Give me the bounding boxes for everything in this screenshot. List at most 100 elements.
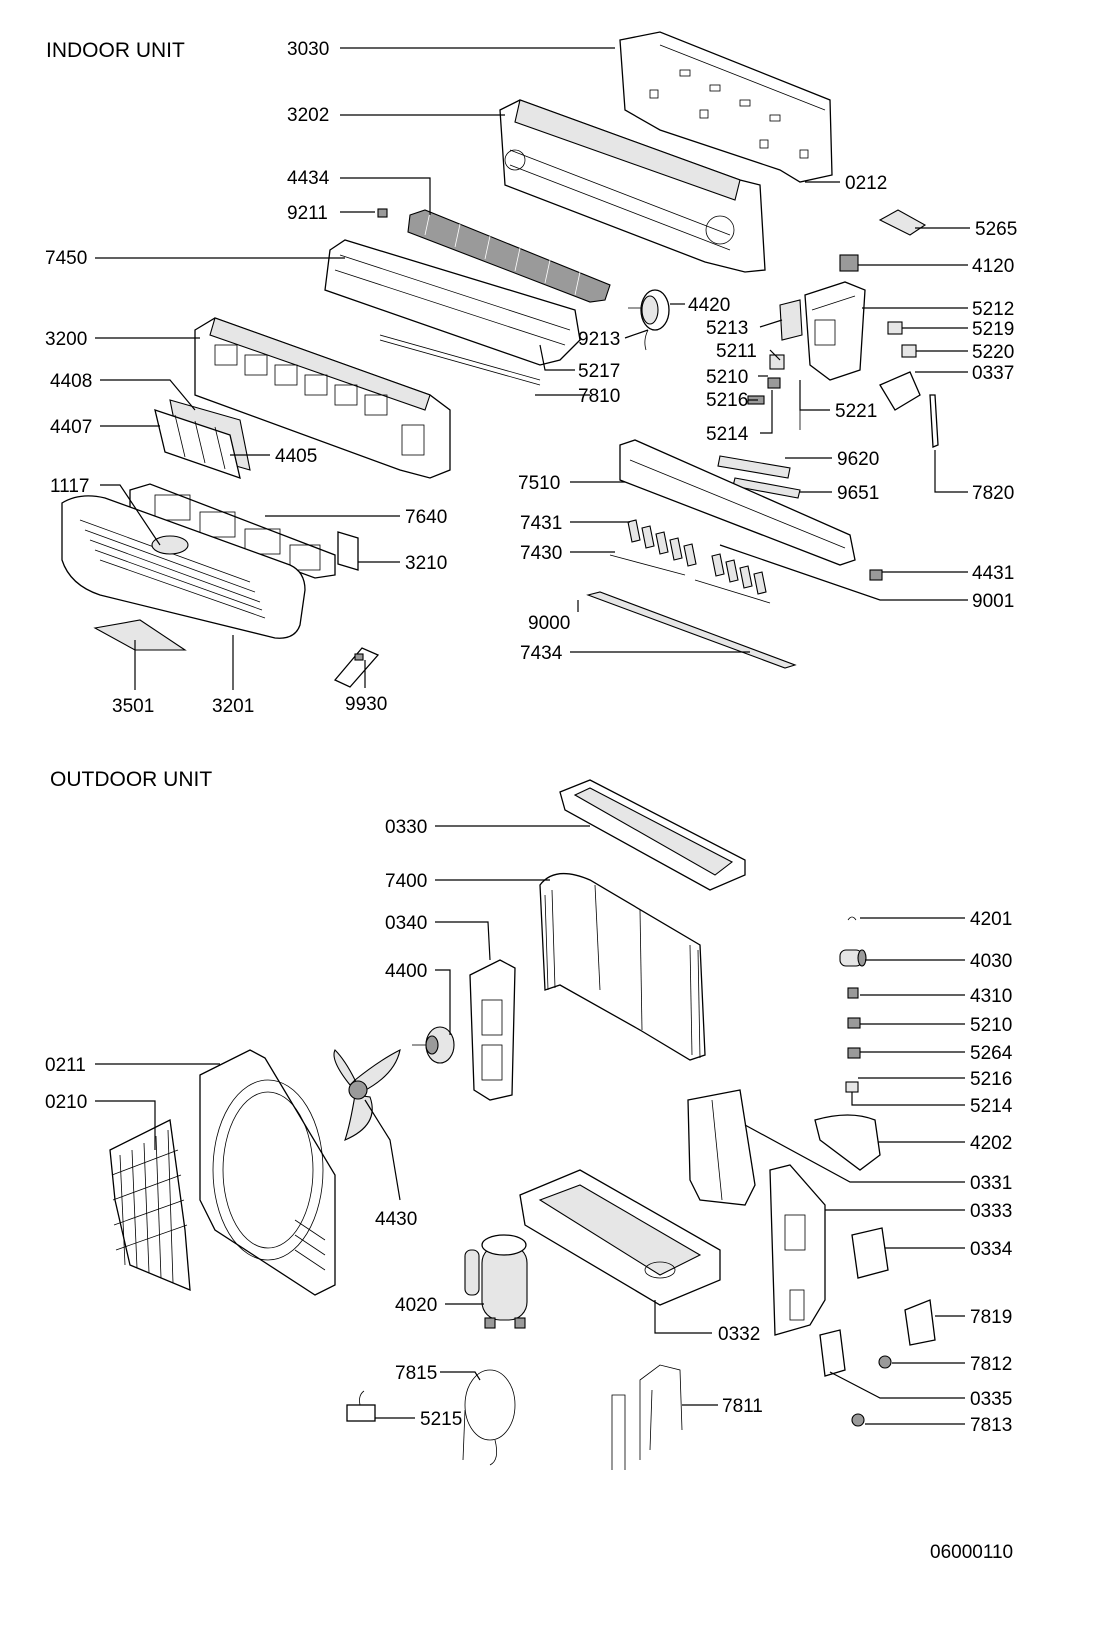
part-label-0331: 0331 [970,1173,1012,1194]
part-label-4408: 4408 [50,371,92,392]
part-label-9651: 9651 [837,483,879,504]
part-label-5212: 5212 [972,299,1014,320]
part-label-0335: 0335 [970,1389,1012,1410]
horizontal-louver-icon [586,591,797,669]
condenser-coil-icon [539,873,706,1061]
stepper-motor-icon [869,569,883,581]
part-label-7510: 7510 [518,473,560,494]
pipe-icon [929,394,939,448]
outdoor-parts-illustration [109,779,936,1470]
propeller-fan-icon [333,1049,401,1141]
outdoor-fan-motor-icon [412,1026,455,1064]
louver-frame-icon [619,439,856,566]
part-label-9930: 9930 [345,694,387,715]
part-label-1117: 1117 [50,476,89,497]
capacitor-icon [839,949,867,967]
indoor-chassis-icon [499,99,766,273]
part-label-7450: 7450 [45,248,87,269]
part-label-3202: 3202 [287,105,329,126]
fan-grille-icon [109,1119,191,1292]
terminal-block-icon [847,987,859,999]
part-label-4405: 4405 [275,446,317,467]
front-frame-icon [194,317,451,479]
part-label-7812: 7812 [970,1354,1012,1375]
valve-cover-icon [904,1299,936,1346]
part-label-4430: 4430 [375,1209,417,1230]
refrigerant-piping-icon [611,1364,683,1470]
front-panel-icon [61,495,306,639]
part-label-4420: 4420 [688,295,730,316]
part-label-5214: 5214 [706,424,749,445]
part-label-5217: 5217 [578,361,620,382]
part-label-0210: 0210 [45,1092,87,1113]
part-label-4407: 4407 [50,417,92,438]
evaporator-icon [324,239,581,366]
part-label-5215: 5215 [420,1409,462,1430]
top-cover-icon [559,779,746,891]
part-label-4400: 4400 [385,961,427,982]
side-cover-icon [337,531,359,571]
vertical-louvers-icon [609,519,771,604]
capillary-tube-icon [462,1369,516,1466]
part-label-0340: 0340 [385,913,427,934]
electric-box-cover-icon [814,1114,881,1171]
remote-control-icon [333,647,380,688]
pcb-icon [779,299,803,341]
fan-motor-icon [628,289,670,351]
part-label-0337: 0337 [972,363,1014,384]
part-label-0330: 0330 [385,817,427,838]
part-label-9001: 9001 [972,591,1014,612]
document-code: 06000110 [930,1542,1013,1563]
small-clip-icon [377,208,388,218]
display-board-icon [717,455,791,479]
part-label-3501: 3501 [112,696,154,717]
part-label-7820: 7820 [972,483,1014,504]
handle-plate-icon [851,1227,889,1279]
part-label-0334: 0334 [970,1239,1013,1260]
part-label-3200: 3200 [45,329,87,350]
part-label-9000: 9000 [528,613,570,634]
part-label-7810: 7810 [578,386,620,407]
valve-bracket-icon [819,1329,846,1377]
part-label-9211: 9211 [287,203,328,224]
part-label-4020: 4020 [395,1295,437,1316]
part-label-5213: 5213 [706,318,748,339]
air-filter-icon [154,399,251,479]
part-label-0211: 0211 [45,1055,86,1076]
outdoor-part-labels: 0330 7400 0340 4201 4400 4030 4310 5210 … [45,817,1013,1436]
part-label-4030: 4030 [970,951,1012,972]
part-label-5216: 5216 [706,390,748,411]
crossflow-fan-icon [407,209,611,303]
part-label-4201: 4201 [970,909,1012,930]
part-label-5210: 5210 [706,367,748,388]
part-label-4202: 4202 [970,1133,1012,1154]
leader-lines [95,47,970,1425]
part-label-5211: 5211 [716,341,757,362]
transformer-icon [839,254,859,272]
part-label-7400: 7400 [385,871,427,892]
indoor-parts-illustration [61,31,939,688]
part-label-7430: 7430 [520,543,562,564]
part-label-4434: 4434 [287,168,330,189]
part-label-9620: 9620 [837,449,879,470]
part-label-7819: 7819 [970,1307,1012,1328]
part-label-0333: 0333 [970,1201,1012,1222]
part-label-7431: 7431 [520,513,562,534]
heater-box-icon [346,1404,376,1422]
connector-icon [887,321,903,335]
wire-cover-icon [879,371,921,411]
part-label-5220: 5220 [972,342,1014,363]
drain-rod-icon [379,334,541,381]
side-panel-icon [769,1164,826,1336]
part-label-7811: 7811 [722,1396,763,1417]
part-label-3030: 3030 [287,39,329,60]
part-label-7813: 7813 [970,1415,1012,1436]
motor-bracket-icon [469,959,516,1101]
part-label-7640: 7640 [405,507,447,528]
part-label-9213: 9213 [578,329,620,350]
part-label-0212: 0212 [845,173,887,194]
terminal-cover-icon [878,209,927,236]
control-box-icon [804,281,866,381]
partition-plate-icon [687,1089,756,1206]
